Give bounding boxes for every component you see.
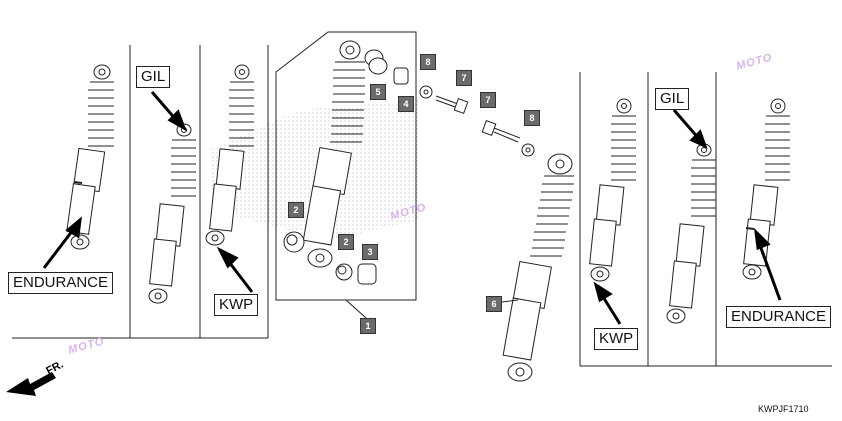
callout-leaders [501,299,519,303]
shock-absorber-right-2 [666,143,716,324]
shock-absorber-main [502,153,574,382]
kit-leader [345,299,367,319]
callout-3: 3 [362,244,378,260]
diagram-code: KWPJF1710 [758,404,809,414]
bolt-part-7a [435,95,469,114]
shock-absorber-kit [302,40,365,268]
washer-part-8b [521,143,535,157]
shock-absorber-left-2 [148,123,196,304]
bushing-part-2b [335,263,353,281]
shock-absorber-right-3 [742,98,790,280]
collar-part-3 [357,263,377,285]
callout-2b: 2 [338,234,354,250]
callout-7b: 7 [480,92,496,108]
front-direction-arrow-icon [6,372,56,396]
callout-2a: 2 [288,202,304,218]
shock-absorber-left-3 [205,64,254,246]
callout-6: 6 [486,296,502,312]
bushing-part-2a [283,231,305,253]
collar-part-4 [393,67,409,85]
pointer-arrows [42,91,782,325]
right-panel-frame [579,72,832,367]
callout-5: 5 [370,84,386,100]
shock-absorber-right-1 [589,98,636,282]
label-endurance-right: ENDURANCE [726,306,832,328]
washer-part-8a [419,85,433,99]
logo-watermark [210,100,420,240]
callout-8a: 8 [420,54,436,70]
label-kwp-left: KWP [214,294,259,316]
callout-7a: 7 [456,70,472,86]
label-kwp-right: KWP [594,328,639,350]
callout-4: 4 [398,96,414,112]
shock-absorber-left-1 [66,64,114,250]
callout-1: 1 [360,318,376,334]
label-endurance-left: ENDURANCE [8,272,114,294]
label-gil-left: GIL [136,66,171,88]
bushing-part-5 [364,49,388,75]
bolt-part-7b [481,120,521,143]
label-gil-right: GIL [655,88,690,110]
callout-8b: 8 [524,110,540,126]
